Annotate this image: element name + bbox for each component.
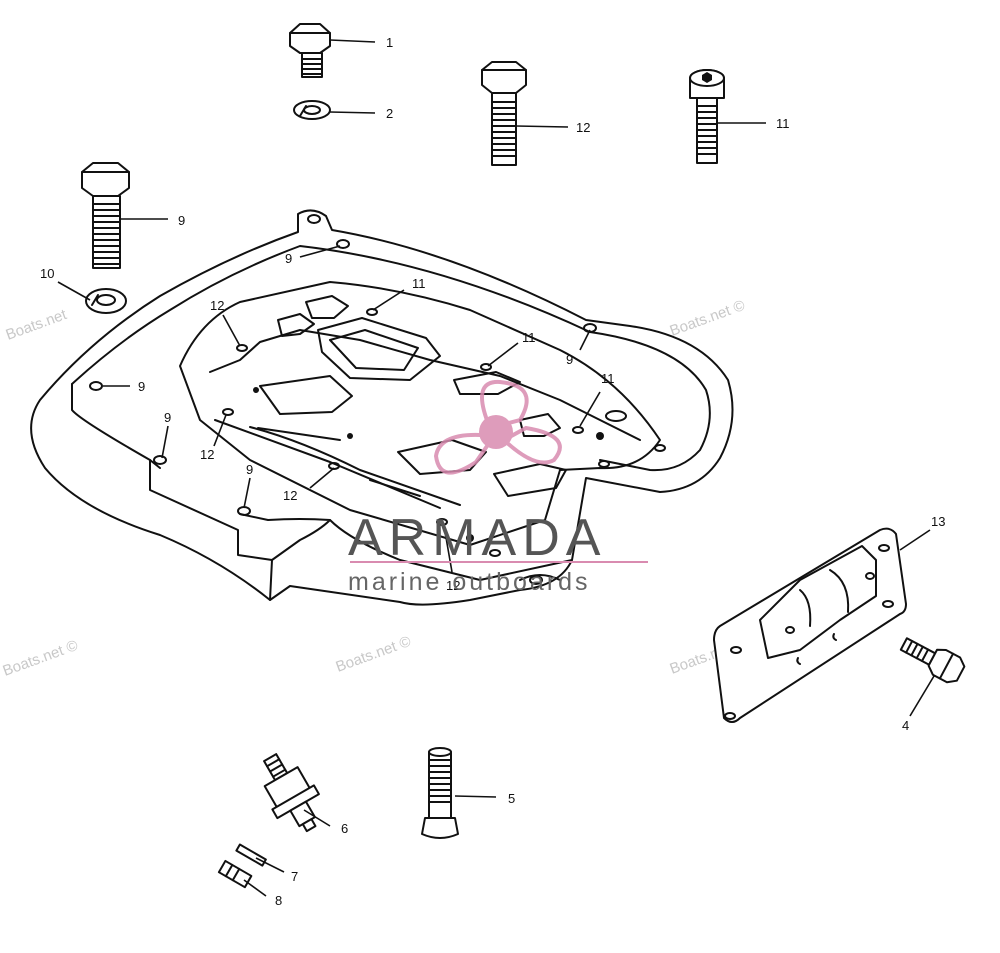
callout-2: 2 — [386, 106, 393, 121]
part-12-hex-bolt — [481, 61, 527, 166]
callout-8: 8 — [275, 893, 282, 908]
callout-11: 11 — [776, 116, 790, 131]
callout-9: 9 — [178, 213, 185, 228]
part-1-hex-bolt — [289, 23, 331, 78]
part-4-hex-bolt — [899, 637, 966, 684]
watermark-site: Boats.net © — [1, 637, 81, 680]
callout-12: 12 — [200, 447, 214, 462]
callout-6: 6 — [341, 821, 348, 836]
callout-12: 12 — [210, 298, 224, 313]
watermark-site: Boats.net © — [668, 297, 748, 340]
part-6-switch — [263, 753, 320, 833]
callout-11: 11 — [522, 330, 536, 345]
part-7-pin — [235, 843, 267, 867]
callout-5: 5 — [508, 791, 515, 806]
part-13-cover-plate — [713, 527, 907, 723]
callout-1: 1 — [386, 35, 393, 50]
callout-12: 12 — [283, 488, 297, 503]
callout-9: 9 — [566, 352, 573, 367]
callout-9: 9 — [164, 410, 171, 425]
callout-7: 7 — [291, 869, 298, 884]
propeller-icon — [433, 379, 562, 475]
part-8-connector — [217, 859, 253, 889]
callout-12: 12 — [446, 578, 460, 593]
callout-10: 10 — [40, 266, 54, 281]
callout-9: 9 — [285, 251, 292, 266]
armada-logo-watermark: ARMADA marine outboards — [348, 379, 648, 596]
watermark-site: Boats.net — [4, 306, 70, 344]
part-9-hex-bolt — [81, 162, 130, 269]
watermark-site: Boats.net © — [334, 633, 414, 676]
part-11-cap-screw — [689, 69, 725, 164]
part-10-lock-washer — [85, 288, 127, 314]
brand-tagline: marine outboards — [348, 568, 591, 596]
callout-4: 4 — [902, 718, 909, 733]
brand-name: ARMADA — [348, 509, 606, 567]
part-adapter-plate — [30, 209, 734, 606]
callout-11: 11 — [412, 276, 426, 291]
callout-9: 9 — [246, 462, 253, 477]
callout-13: 13 — [931, 514, 945, 529]
part-2-lock-washer — [293, 100, 331, 120]
callout-9: 9 — [138, 379, 145, 394]
part-5-stud — [421, 747, 459, 839]
leader-lines — [57, 39, 935, 897]
callout-11: 11 — [601, 371, 615, 386]
callout-labels: 1 2 12 11 9 10 9 12 11 9 11 9 11 9 12 9 … — [40, 35, 945, 908]
callout-12: 12 — [576, 120, 590, 135]
